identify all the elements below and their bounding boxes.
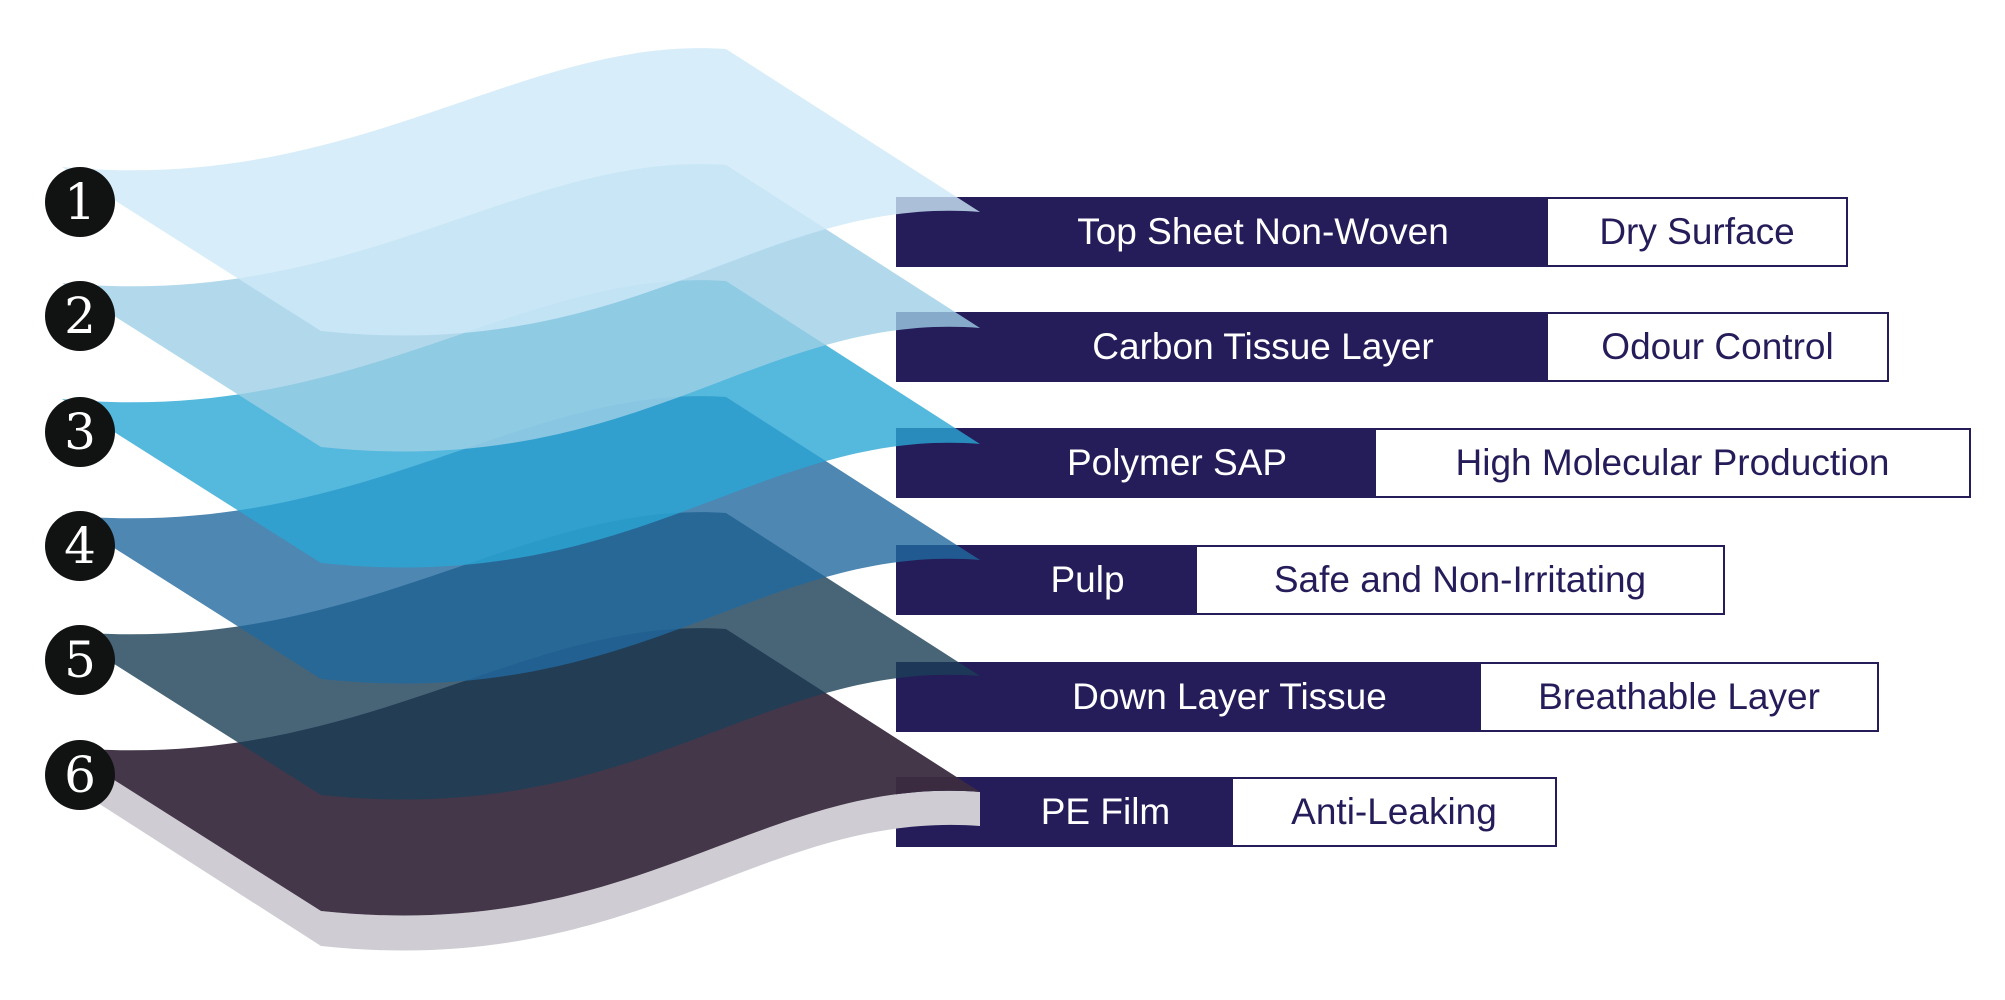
number-badge-3: 3 <box>45 397 115 467</box>
layer-benefit: Odour Control <box>1546 312 1889 382</box>
layer-benefit: Safe and Non-Irritating <box>1195 545 1725 615</box>
number-badge-2: 2 <box>45 281 115 351</box>
number-badge-5: 5 <box>45 625 115 695</box>
number-badge-6: 6 <box>45 740 115 810</box>
layer-sheet-4 <box>62 396 980 684</box>
layer-benefit: Anti-Leaking <box>1231 777 1557 847</box>
layer-row-3: Polymer SAP High Molecular Production <box>896 428 1971 498</box>
layer-sheet-6 <box>62 628 980 916</box>
layer-benefit: Breathable Layer <box>1479 662 1879 732</box>
layer-row-4: Pulp Safe and Non-Irritating <box>896 545 1725 615</box>
layer-name: Down Layer Tissue <box>896 662 1479 732</box>
layer-sheet-2 <box>62 164 980 452</box>
layer-row-2: Carbon Tissue Layer Odour Control <box>896 312 1889 382</box>
layer-row-1: Top Sheet Non-Woven Dry Surface <box>896 197 1848 267</box>
number-badge-1: 1 <box>45 167 115 237</box>
layer-benefit: Dry Surface <box>1546 197 1848 267</box>
layer-row-5: Down Layer Tissue Breathable Layer <box>896 662 1879 732</box>
layer-benefit: High Molecular Production <box>1374 428 1971 498</box>
layer-name: Pulp <box>896 545 1195 615</box>
layer-row-6: PE Film Anti-Leaking <box>896 777 1557 847</box>
layer-name: Top Sheet Non-Woven <box>896 197 1546 267</box>
layer-sheet-1 <box>62 48 980 336</box>
layer-name: Carbon Tissue Layer <box>896 312 1546 382</box>
layer-sheet-5 <box>62 512 980 800</box>
layer-name: PE Film <box>896 777 1231 847</box>
number-badge-4: 4 <box>45 511 115 581</box>
layer-sheet-3 <box>62 280 980 568</box>
base-thickness <box>62 747 980 951</box>
layer-name: Polymer SAP <box>896 428 1374 498</box>
